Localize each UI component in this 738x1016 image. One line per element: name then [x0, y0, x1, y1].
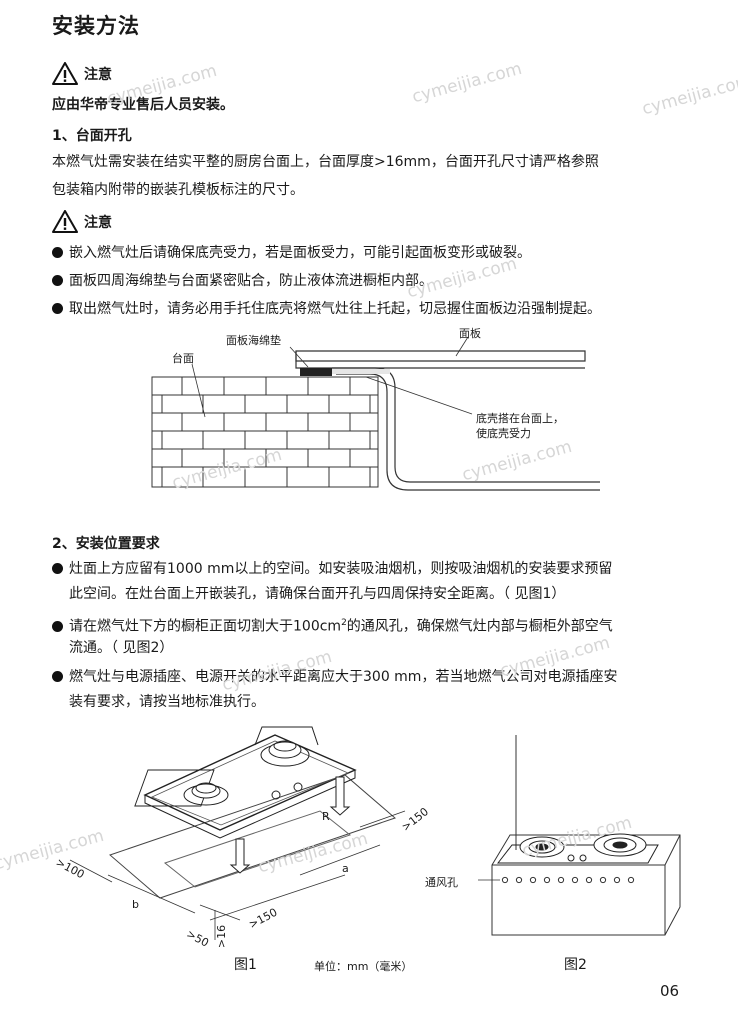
warning-label: 注意	[84, 214, 112, 231]
figure-1-caption: 图1	[234, 957, 257, 973]
shell-note-line-2: 使底壳受力	[476, 427, 531, 440]
dim-label: b	[132, 898, 139, 911]
vent-holes	[501, 876, 635, 884]
sponge-label: 面板海绵垫	[226, 334, 281, 347]
bullet-icon	[52, 247, 63, 258]
dim-label: R	[322, 810, 330, 823]
counter-label: 台面	[172, 352, 194, 365]
counter-cross-section-diagram	[151, 336, 600, 491]
dim-label: >16	[215, 924, 229, 949]
sponge-gasket	[300, 368, 332, 376]
bullet-icon	[52, 671, 63, 682]
panel-label: 面板	[459, 327, 481, 340]
bullet-item: 燃气灶与电源插座、电源开关的水平距离应大于300 mm，若当地燃气公司对电源插座…	[52, 667, 617, 687]
bullet-item: 取出燃气灶时，请务必用手托住底壳将燃气灶往上托起，切忌握住面板边沿强制提起。	[52, 299, 601, 319]
dim-label: a	[342, 862, 349, 875]
fig2-burner-right	[593, 833, 647, 857]
figure-1-installation-clearance	[69, 726, 406, 940]
warning-triangle-icon	[52, 62, 78, 85]
section-1-line-1: 本燃气灶需安装在结实平整的厨房台面上，台面厚度>16mm，台面开孔尺寸请严格参照	[52, 154, 599, 170]
section-1-heading: 1、台面开孔	[52, 128, 132, 144]
fig2-burner-left	[519, 836, 565, 858]
bullet-icon	[52, 275, 63, 286]
vent-label: 通风孔	[425, 876, 458, 889]
page-title: 安装方法	[52, 14, 140, 38]
bullet-item-continuation: 流通。（ 见图2）	[69, 640, 174, 656]
figure-2-cabinet-vent	[478, 735, 681, 936]
figure-2-caption: 图2	[564, 957, 587, 973]
burner-left	[134, 769, 229, 807]
warning-label: 注意	[84, 66, 112, 83]
section-1-line-2: 包装箱内附带的嵌装孔模板标注的尺寸。	[52, 182, 304, 198]
warning-text: 应由华帝专业售后人员安装。	[52, 97, 234, 113]
brick-counter	[151, 376, 379, 488]
section-2-heading: 2、安装位置要求	[52, 536, 160, 552]
warning-triangle-icon	[52, 210, 78, 233]
warning-note-1: 注意	[52, 62, 112, 85]
bullet-item: 嵌入燃气灶后请确保底壳受力，若是面板受力，可能引起面板变形或破裂。	[52, 243, 531, 263]
bullet-icon	[52, 303, 63, 314]
stove-panel	[295, 350, 586, 369]
knob-left	[271, 790, 281, 800]
page-number: 06	[660, 982, 680, 1000]
burner-right	[254, 726, 319, 767]
bullet-item-continuation: 此空间。在灶台面上开嵌装孔，请确保台面开孔与四周保持安全距离。（ 见图1）	[69, 586, 566, 602]
bullet-icon	[52, 563, 63, 574]
bullet-item: 面板四周海绵垫与台面紧密贴合，防止液体流进橱柜内部。	[52, 271, 433, 291]
bullet-item: 请在燃气灶下方的橱柜正面切割大于100cm2的通风孔，确保燃气灶内部与橱柜外部空…	[52, 613, 613, 637]
knob-right	[293, 782, 303, 792]
unit-note: 单位：mm（毫米）	[314, 960, 413, 973]
shell-note-line-1: 底壳搭在台面上，	[476, 412, 564, 425]
watermark: cymeijia.com	[640, 70, 738, 120]
watermark: cymeijia.com	[410, 58, 525, 108]
bullet-item-continuation: 装有要求，请按当地标准执行。	[69, 694, 265, 710]
bullet-item: 灶面上方应留有1000 mm以上的空间。如安装吸油烟机，则按吸油烟机的安装要求预…	[52, 559, 612, 579]
warning-note-2: 注意	[52, 210, 112, 233]
bullet-icon	[52, 620, 63, 632]
